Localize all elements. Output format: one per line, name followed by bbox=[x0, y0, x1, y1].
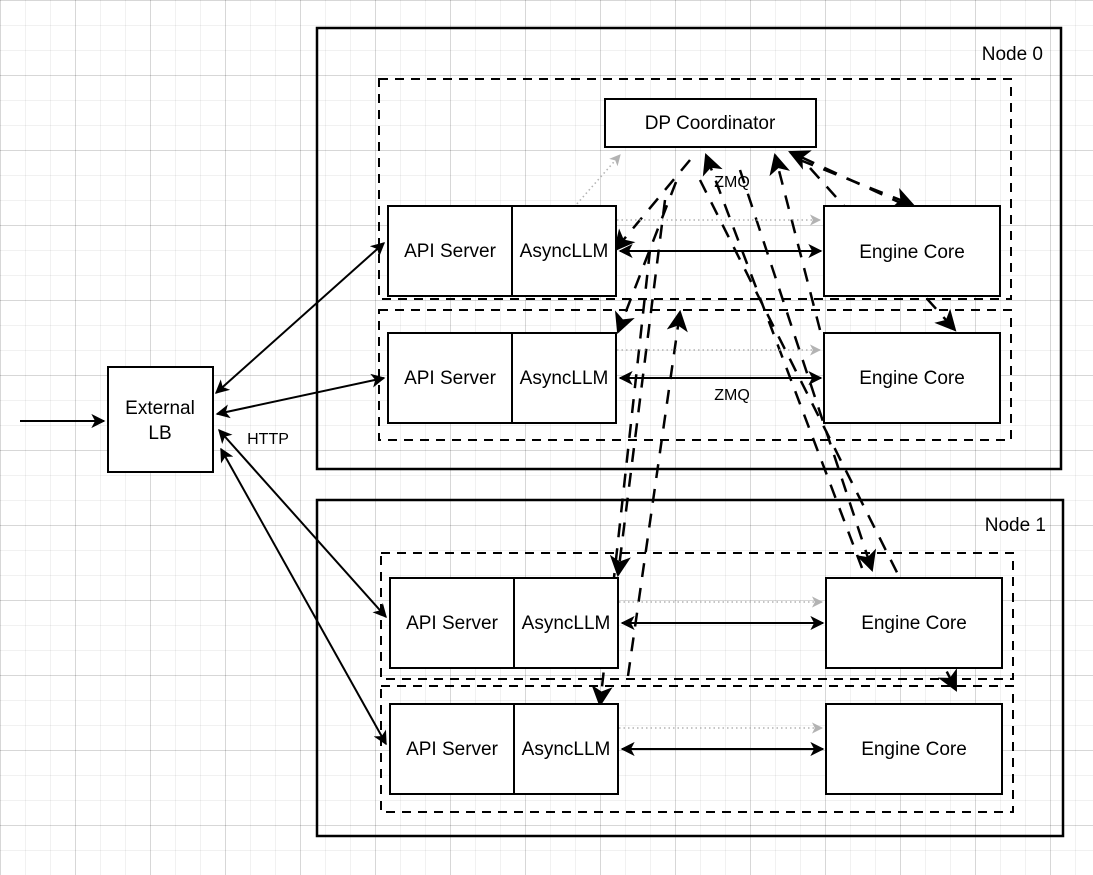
node-1-group-0-api-server-label: API Server bbox=[406, 613, 499, 634]
http-edge-n1g1 bbox=[220, 447, 387, 746]
node-0-group-1-engine-core-box[interactable] bbox=[823, 332, 1001, 424]
node-1-group-0-engine-core-label: Engine Core bbox=[861, 613, 967, 634]
node-0-group-1-engine-core-label: Engine Core bbox=[859, 368, 965, 389]
dp-coordinator-box[interactable] bbox=[604, 98, 817, 148]
node-1-group-1-async-llm-label: AsyncLLM bbox=[522, 739, 611, 760]
coordinator-edge-n0e1 bbox=[769, 152, 822, 331]
http-edge-n0g1 bbox=[215, 373, 386, 419]
node-0-group-0-engine-core-box[interactable] bbox=[823, 205, 1001, 297]
node-0-group-0-server-box[interactable] bbox=[387, 205, 617, 297]
node-0-group-0-async-llm-label: AsyncLLM bbox=[520, 241, 609, 262]
node-1-group-1-server-box[interactable] bbox=[389, 703, 619, 795]
node-0-group-1-api-server-label: API Server bbox=[404, 368, 497, 389]
node-1-group-1-boundary bbox=[380, 685, 1014, 813]
zmq-label-top: ZMQ bbox=[714, 174, 750, 191]
external-lb-label-line2: LB bbox=[148, 423, 171, 444]
node-1-group-1-engine-core-box[interactable] bbox=[825, 703, 1003, 795]
http-edge-n1g0 bbox=[218, 428, 387, 619]
node-0-group-1-server-box[interactable] bbox=[387, 332, 617, 424]
node-1-group-0-async-llm-label: AsyncLLM bbox=[522, 613, 611, 634]
node-1-group-0-boundary bbox=[380, 552, 1014, 680]
node-1-group-1-engine-core-label: Engine Core bbox=[861, 739, 967, 760]
zmq-label-middle: ZMQ bbox=[714, 387, 750, 404]
http-label: HTTP bbox=[247, 431, 289, 448]
node-1-group-0-server-box[interactable] bbox=[389, 577, 619, 669]
external-lb-box[interactable] bbox=[107, 366, 214, 473]
coordinator-edge-to-n1a0 bbox=[609, 199, 667, 578]
node-0-group-0-boundary bbox=[378, 78, 1012, 300]
coordinator-edge-n1e1 bbox=[626, 309, 688, 677]
node-1-group-0-engine-core-box[interactable] bbox=[825, 577, 1003, 669]
node-0-group-0-engine-core-label: Engine Core bbox=[859, 242, 965, 263]
external-lb-label-line1: External bbox=[125, 398, 195, 419]
coordinator-edge-to-n0e0 bbox=[799, 158, 915, 208]
http-edge-n0g0 bbox=[214, 242, 386, 394]
node-0-group-0-api-server-label: API Server bbox=[404, 241, 497, 262]
dp-coordinator-label: DP Coordinator bbox=[645, 113, 776, 134]
coordinator-edge-to-n0a0 bbox=[613, 159, 691, 252]
node-1-title: Node 1 bbox=[985, 515, 1046, 536]
coordinator-edge-to-n1e0 bbox=[738, 169, 877, 573]
node-0-group-1-async-llm-label: AsyncLLM bbox=[520, 368, 609, 389]
node-0-title: Node 0 bbox=[982, 44, 1043, 65]
node-1-group-1-api-server-label: API Server bbox=[406, 739, 499, 760]
